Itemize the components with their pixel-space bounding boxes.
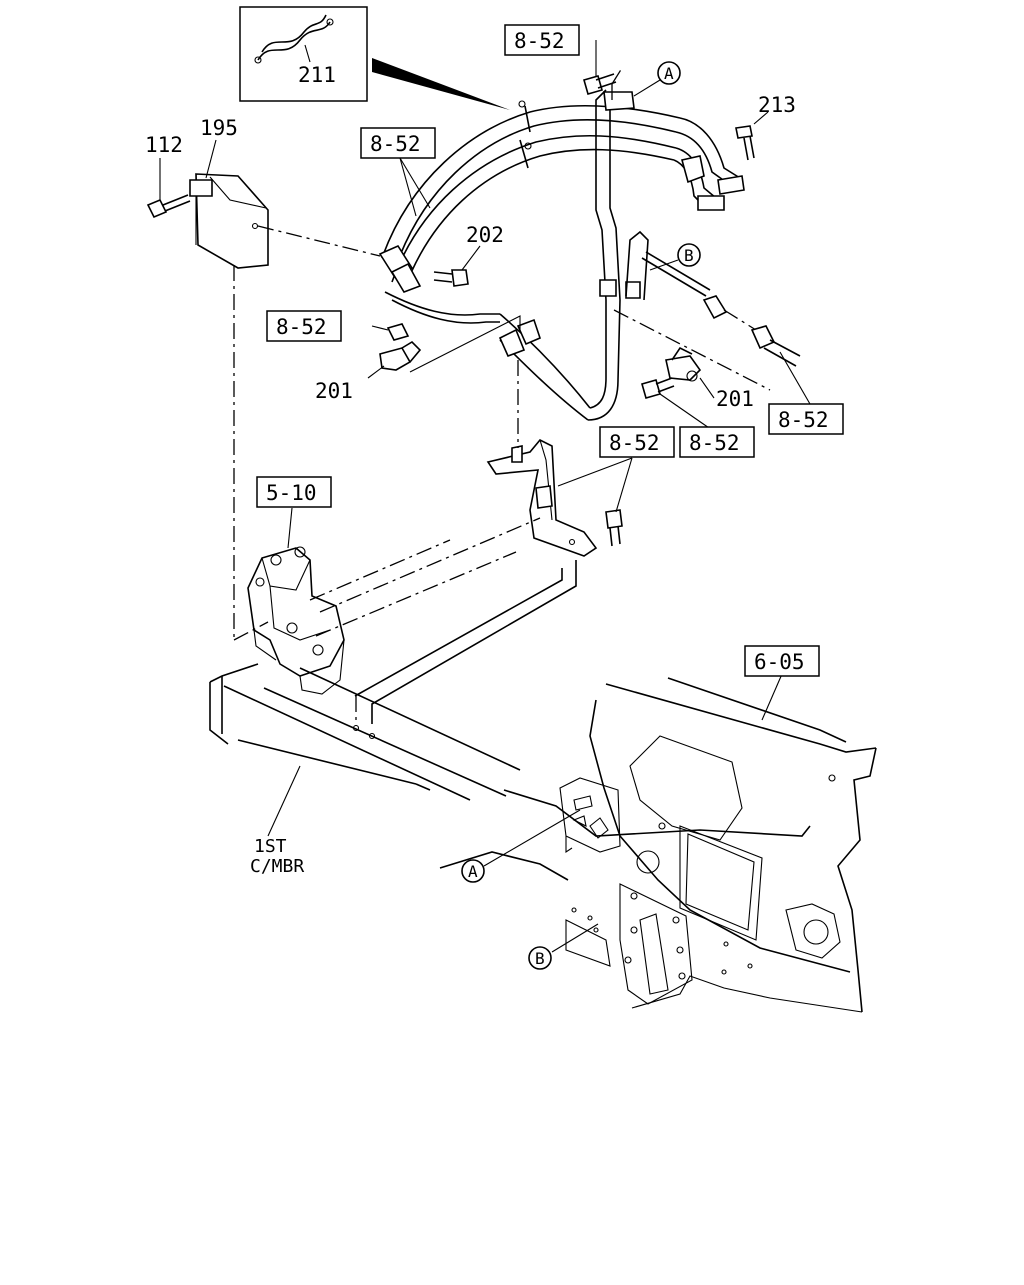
first-crossmember [209,663,521,801]
leader-b-body [551,923,599,953]
svg-text:8-52: 8-52 [609,431,660,455]
clip-201-left [367,340,422,379]
bolt-202 [433,245,481,287]
clip-201-right [665,346,702,382]
leader-hose-b [399,157,417,217]
bolt-right-clip [641,377,675,399]
svg-text:A: A [468,862,478,881]
leader-a-top [633,79,661,97]
svg-text:B: B [535,949,545,968]
ref-box-mount: 5-10 [256,476,332,508]
leader-852-clip [659,393,713,431]
inset-clip-detail: 211 [239,6,368,102]
marker-b-right: B [677,243,701,267]
svg-text:B: B [684,246,694,265]
callout-195: 195 [200,116,238,140]
bracket-centerline [257,225,381,257]
bolt-top-centerline [611,67,623,85]
clip-left-leader [409,315,521,373]
mount-centerline-c [315,551,517,637]
bracket-195 [189,173,269,269]
ref-box-hose: 8-52 [360,127,436,159]
callout-201-right: 201 [716,387,754,411]
ref-box-bracket: 8-52 [599,426,675,458]
leader-pipe-right [779,351,811,405]
leader-bracket-a [557,457,633,487]
leader-bracket-b [615,457,633,513]
callout-213: 213 [758,93,796,117]
body-panel [439,677,877,1013]
mount-link-centerline [233,621,269,641]
ref-box-pipe-right: 8-52 [768,403,844,435]
bracket-to-member-line-b [371,560,577,724]
svg-text:8-52: 8-52 [276,315,327,339]
svg-text:8-52: 8-52 [778,408,829,432]
ref-box-body: 6-05 [744,645,820,677]
leader-5-10 [287,507,293,549]
leader-6-05 [761,673,783,721]
leader-195 [205,139,217,179]
svg-text:6-05: 6-05 [754,650,805,674]
callout-201-left: 201 [315,379,353,403]
leader-201-right [699,377,715,399]
bolt-112 [146,194,191,219]
crossmember-label-line2: C/MBR [250,856,304,877]
svg-text:8-52: 8-52 [689,431,740,455]
ref-box-clip-right: 8-52 [679,426,755,458]
bracket-bolt [605,509,623,547]
clip-right-centerline [613,309,771,391]
crossmember-label-line1: 1ST [254,836,287,857]
inset-pointer [372,58,510,110]
svg-text:A: A [664,64,674,83]
engine-mount [247,546,345,695]
bolt-top [583,73,617,95]
marker-b-body: B [528,946,552,970]
callout-202: 202 [466,223,504,247]
callout-211: 211 [298,63,336,87]
mount-centerline-b [319,517,541,613]
callout-112: 112 [145,133,183,157]
svg-text:8-52: 8-52 [514,29,565,53]
svg-text:5-10: 5-10 [266,481,317,505]
bracket-to-member-line-a [354,568,563,697]
marker-a-top: A [657,61,681,85]
ref-box-nut: 8-52 [266,310,342,342]
ref-box-top: 8-52 [504,24,580,56]
leader-a-body [483,809,581,867]
svg-text:8-52: 8-52 [370,132,421,156]
marker-a-body: A [461,859,485,883]
mount-centerline-a [309,539,451,601]
leader-b-right [649,259,679,271]
leader-hose-a [399,157,431,209]
member-hole-b [368,732,376,740]
bolt-213 [735,111,769,161]
hose-bracket [486,439,598,557]
leader-crossmember [267,765,301,837]
nut-left [371,323,410,341]
pipe-right [641,251,801,367]
